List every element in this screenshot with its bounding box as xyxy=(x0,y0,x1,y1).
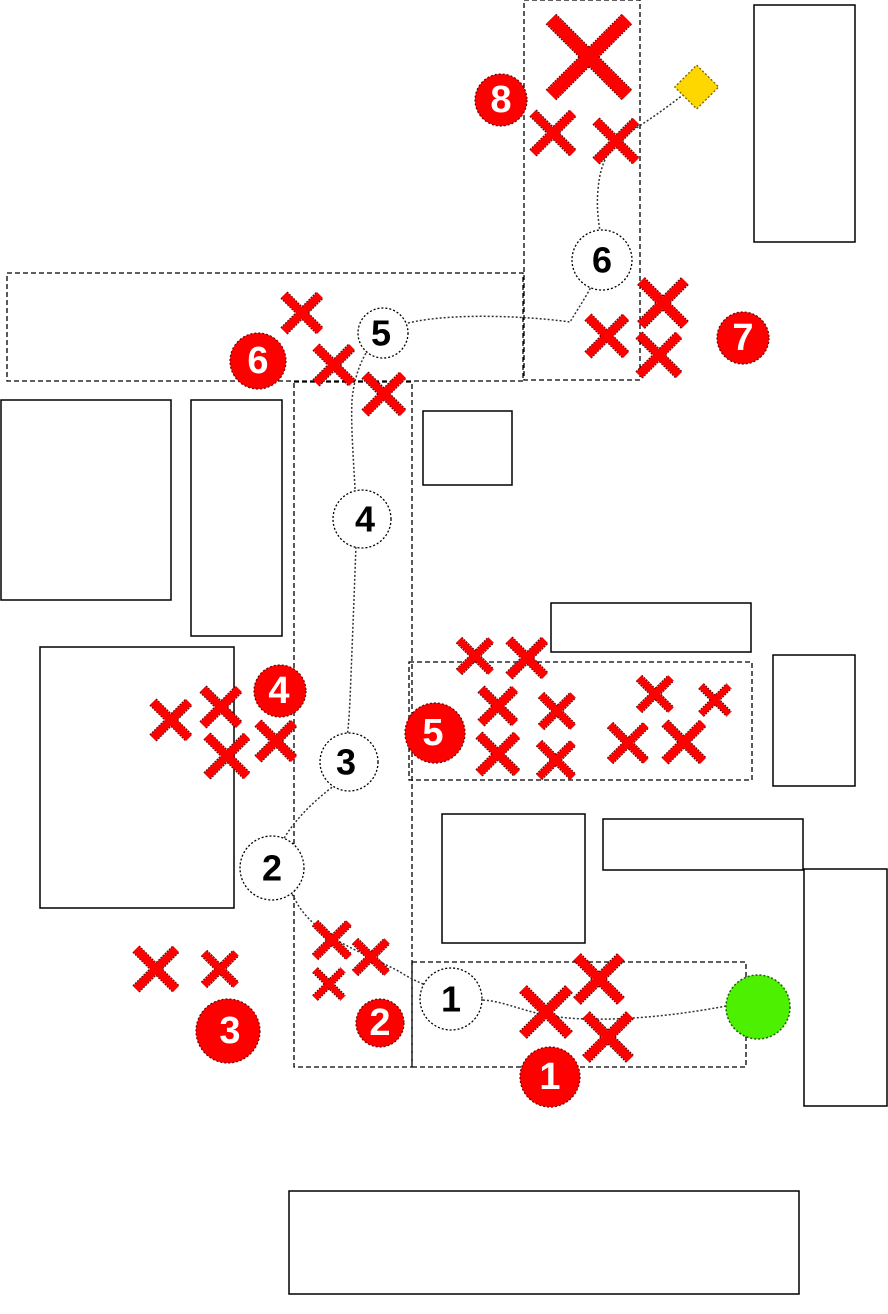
building xyxy=(441,813,586,944)
cross-icon xyxy=(203,732,251,780)
hazard-zone-label: 3 xyxy=(219,1010,240,1052)
cross-icon xyxy=(637,277,689,329)
cross-icon xyxy=(200,949,240,989)
hazard-zone-label: 6 xyxy=(247,340,268,382)
waypoint-label: 1 xyxy=(441,979,461,1020)
hazard-crosses xyxy=(132,13,732,1063)
cross-icon xyxy=(545,13,633,101)
waypoint: 1 xyxy=(419,967,483,1031)
cross-icon xyxy=(584,313,630,359)
cross-icon xyxy=(635,331,683,379)
start-circle xyxy=(725,974,791,1040)
corridor-east-middle xyxy=(408,661,753,781)
hazard-zone-label: 2 xyxy=(369,1002,390,1044)
cross-icon xyxy=(475,731,521,777)
waypoint: 5 xyxy=(357,307,409,359)
building xyxy=(602,818,804,871)
cross-icon xyxy=(505,636,549,680)
hazard-zone-badge: 6 xyxy=(229,332,287,390)
cross-icon xyxy=(698,683,732,717)
hazard-zone-badge: 2 xyxy=(355,998,405,1048)
cross-icon xyxy=(280,291,324,335)
cross-icon xyxy=(149,698,193,742)
cross-icon xyxy=(311,919,353,961)
goal-diamond xyxy=(673,64,720,110)
waypoint: 4 xyxy=(332,489,392,549)
cross-icon xyxy=(592,117,640,165)
waypoint: 3 xyxy=(319,732,379,792)
building xyxy=(803,868,888,1107)
cross-icon xyxy=(455,636,495,676)
building xyxy=(190,399,283,637)
cross-icon xyxy=(582,1011,634,1063)
cross-icon xyxy=(477,685,519,727)
waypoint-label: 3 xyxy=(336,742,356,783)
cross-icon xyxy=(312,343,356,387)
hazard-zone-badge: 3 xyxy=(195,998,261,1064)
hazard-zone-badge: 5 xyxy=(404,702,466,764)
cross-icon xyxy=(606,721,650,765)
building xyxy=(288,1190,800,1295)
cross-icon xyxy=(573,953,625,1005)
hazard-zone-label: 7 xyxy=(732,317,753,359)
cross-icon xyxy=(661,719,707,765)
hazard-zone-badge: 4 xyxy=(253,664,307,718)
waypoint: 6 xyxy=(571,229,633,291)
cross-icon xyxy=(535,739,577,781)
waypoint: 2 xyxy=(239,835,305,901)
building xyxy=(753,4,856,243)
hazard-zone-label: 4 xyxy=(268,670,289,712)
cross-icon xyxy=(361,371,407,417)
waypoint-label: 2 xyxy=(262,848,282,889)
building xyxy=(422,410,513,486)
cross-icon xyxy=(254,719,298,763)
building xyxy=(39,646,235,909)
hazard-zone-badge: 1 xyxy=(519,1046,581,1108)
corridor-central-vertical xyxy=(293,381,413,1068)
hazard-zone-badges: 1 2 3 4 5 6 7 8 xyxy=(195,73,770,1108)
waypoints: 1 2 3 4 5 6 xyxy=(239,229,633,1031)
corridor-north xyxy=(523,0,641,381)
cross-icon xyxy=(529,109,577,157)
building xyxy=(0,399,172,601)
buildings xyxy=(0,4,888,1295)
hazard-zone-label: 8 xyxy=(490,79,511,121)
waypoint-label: 6 xyxy=(592,240,612,281)
cross-icon xyxy=(199,685,243,729)
cross-icon xyxy=(312,967,346,1001)
cross-icon xyxy=(537,691,577,731)
hazard-zone-label: 5 xyxy=(422,712,443,754)
cross-icon xyxy=(351,937,391,977)
cross-icon xyxy=(519,985,573,1039)
waypoint-label: 5 xyxy=(371,313,391,354)
hazard-zone-badge: 8 xyxy=(474,73,528,127)
cross-icon xyxy=(635,674,675,714)
building xyxy=(550,602,752,653)
cross-icon xyxy=(132,945,180,993)
hazard-zone-badge: 7 xyxy=(716,311,770,365)
building xyxy=(772,654,856,787)
waypoint-label: 4 xyxy=(355,499,375,540)
hazard-zone-label: 1 xyxy=(539,1056,560,1098)
